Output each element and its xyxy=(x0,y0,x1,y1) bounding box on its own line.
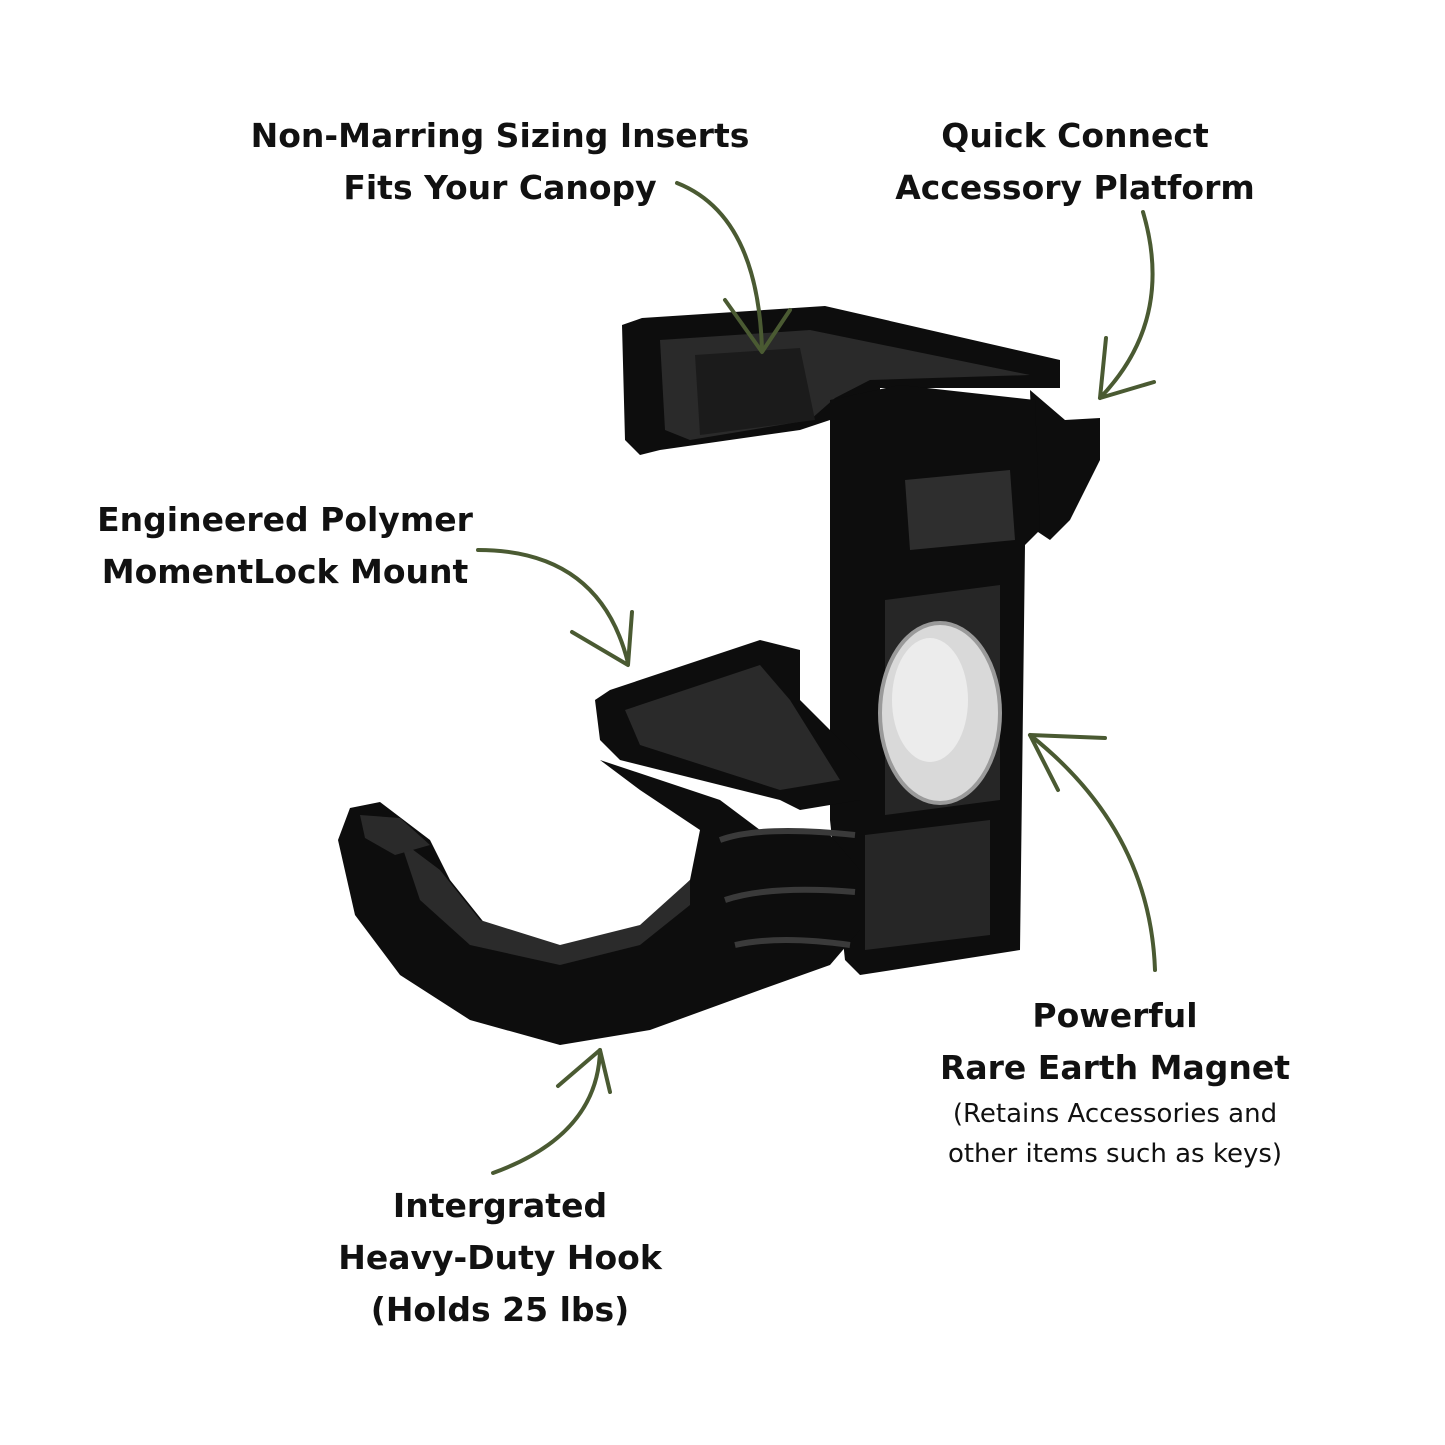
label-magnet: Powerful Rare Earth Magnet (Retains Acce… xyxy=(920,990,1310,1174)
label-hook-line-1: Intergrated xyxy=(392,1186,608,1225)
hinge-ring-2 xyxy=(724,886,856,903)
hook-tip-slot xyxy=(360,815,430,855)
arrow-platform xyxy=(1098,210,1155,400)
arrow-magnet xyxy=(1028,733,1157,972)
magnet-highlight xyxy=(892,638,968,762)
label-mount-line-1: Engineered Polymer xyxy=(97,500,473,539)
label-inserts-line-1: Non-Marring Sizing Inserts xyxy=(250,116,750,155)
label-mount-line-2: MomentLock Mount xyxy=(101,552,469,591)
label-hook-line-2: Heavy-Duty Hook xyxy=(338,1238,662,1277)
arrow-hook xyxy=(491,1048,602,1175)
arrow-mount-head xyxy=(570,610,634,667)
arrow-mount xyxy=(476,548,630,665)
curved-arrow-icon xyxy=(476,181,1157,1175)
label-mount: Engineered Polymer MomentLock Mount xyxy=(90,494,480,598)
arrow-inserts xyxy=(675,181,764,352)
quick-connect-tab xyxy=(1030,390,1100,540)
hinge-ring-3 xyxy=(734,937,851,948)
label-platform-line-1: Quick Connect xyxy=(941,116,1209,155)
label-hook-line-3: (Holds 25 lbs) xyxy=(370,1290,630,1329)
label-platform-line-2: Accessory Platform xyxy=(895,168,1255,207)
label-magnet-note-2: other items such as keys) xyxy=(947,1139,1283,1169)
canopy-hook-mount-icon xyxy=(338,306,1100,1045)
arrow-magnet-head xyxy=(1028,733,1107,792)
label-magnet-note-1: (Retains Accessories and xyxy=(952,1099,1278,1129)
label-magnet-line-2: Rare Earth Magnet xyxy=(939,1048,1291,1087)
arrow-inserts-head xyxy=(723,298,792,354)
spine-window-1 xyxy=(905,470,1015,550)
hinge-ring-1 xyxy=(718,828,856,843)
hook-body xyxy=(338,760,860,1045)
arrow-platform-head xyxy=(1098,336,1156,400)
label-hook: Intergrated Heavy-Duty Hook (Holds 25 lb… xyxy=(320,1180,680,1336)
insert-pad xyxy=(695,348,815,435)
label-magnet-line-1: Powerful xyxy=(1032,996,1198,1035)
label-inserts: Non-Marring Sizing Inserts Fits Your Can… xyxy=(240,110,760,214)
spine-window-3 xyxy=(865,820,990,950)
lower-bracket-inner xyxy=(625,665,840,790)
label-platform: Quick Connect Accessory Platform xyxy=(880,110,1270,214)
hook-inner-curve xyxy=(400,840,690,965)
label-inserts-line-2: Fits Your Canopy xyxy=(343,168,657,207)
arrow-hook-head xyxy=(556,1048,612,1094)
